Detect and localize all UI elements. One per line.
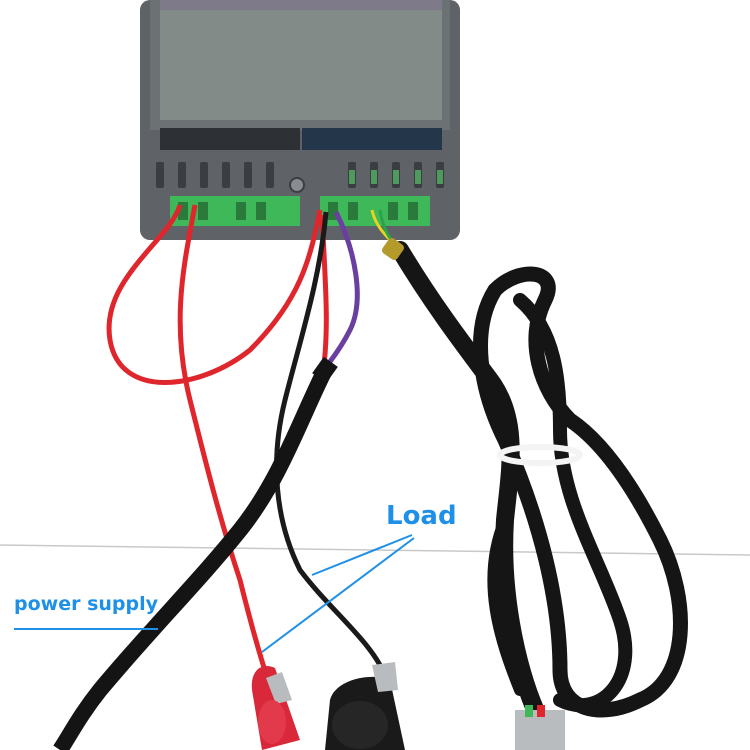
alligator-clip-red-icon [251, 666, 300, 750]
alligator-clip-black-icon [325, 662, 405, 750]
red-wire-power [177, 204, 271, 681]
thermostat-controller-icon [140, 0, 460, 240]
load-annotation: Load [386, 501, 457, 531]
power-supply-annotation: power supply [14, 593, 159, 615]
display-panel [160, 0, 442, 120]
cable-tie [497, 444, 583, 466]
power-cord [53, 366, 333, 750]
red-wire-loop [106, 204, 323, 385]
sensor-cable-icon [391, 241, 688, 729]
annotation-pointers [14, 534, 415, 653]
